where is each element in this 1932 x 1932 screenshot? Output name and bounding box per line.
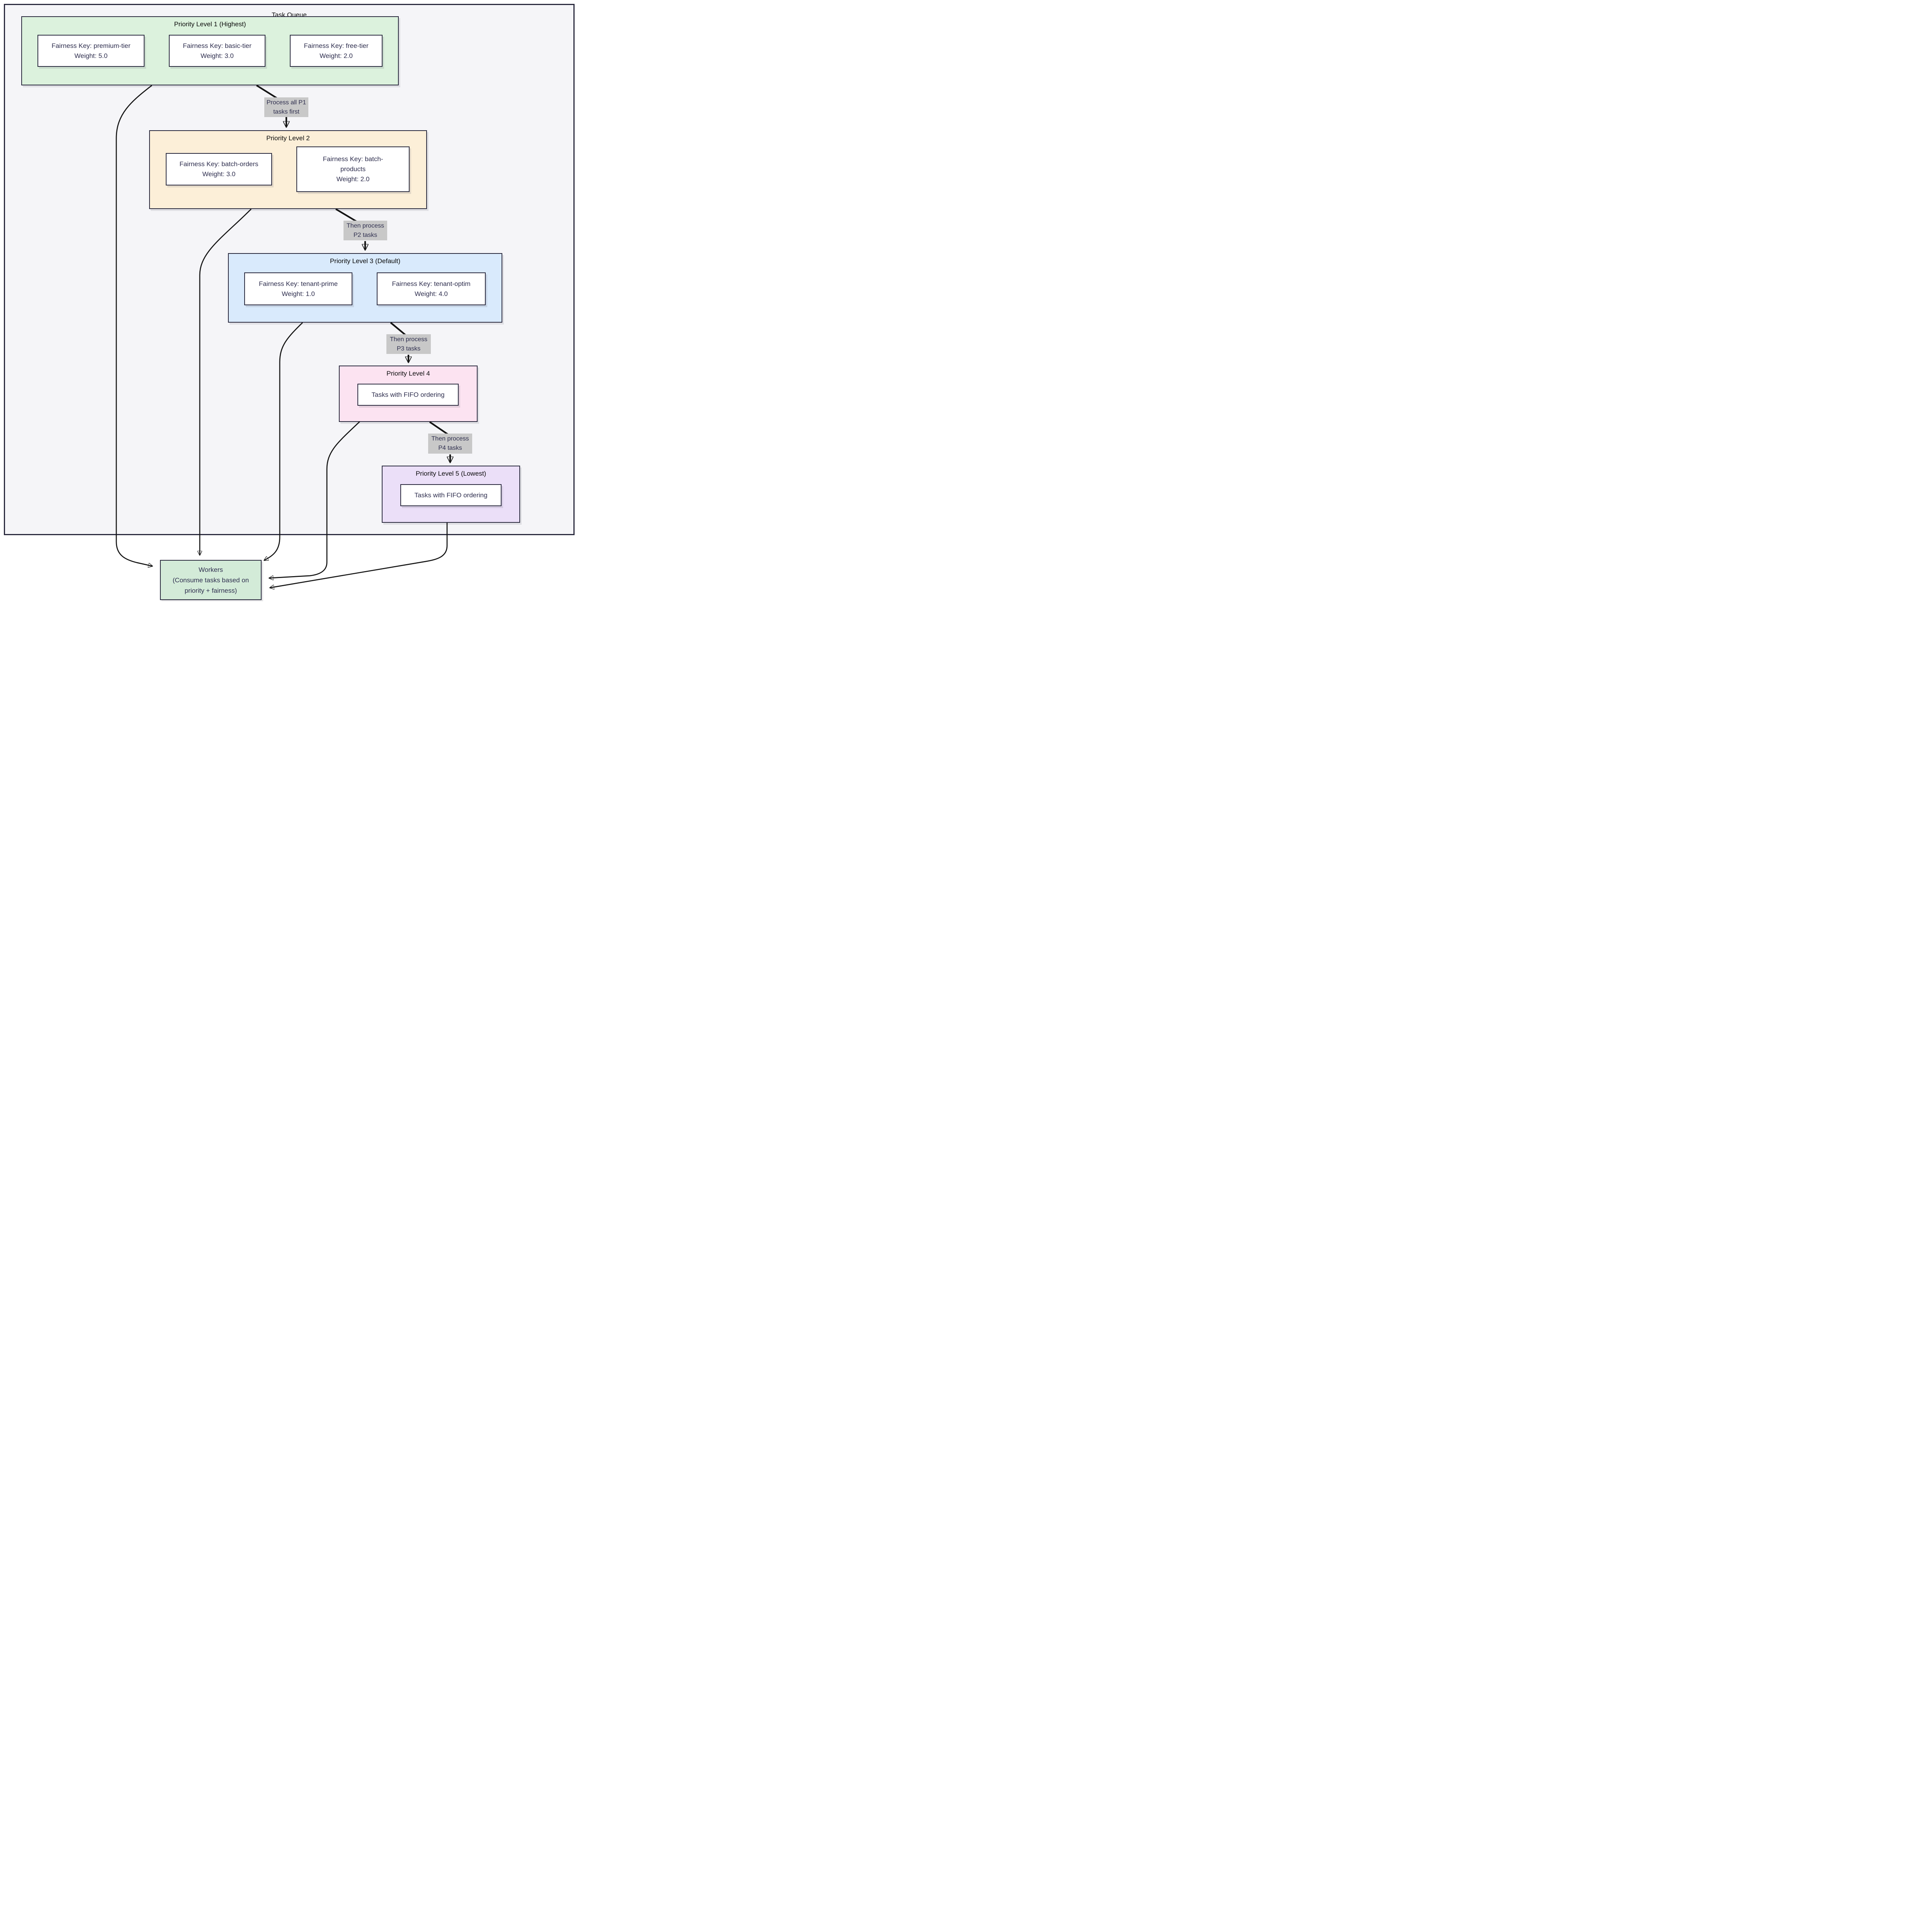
workers-line: Workers xyxy=(199,566,223,573)
node-p5-fifo: Tasks with FIFO ordering xyxy=(400,484,502,506)
edge-label-process-p4: Then process P4 tasks xyxy=(428,434,472,454)
node-line: Fairness Key: tenant-optim xyxy=(392,280,471,287)
edge-label-line: tasks first xyxy=(273,108,299,115)
edge-label-line: P2 tasks xyxy=(353,231,378,238)
priority-level-1-title: Priority Level 1 (Highest) xyxy=(174,20,246,28)
node-line: Weight: 2.0 xyxy=(336,175,370,183)
node-line: Fairness Key: premium-tier xyxy=(51,42,131,49)
node-line: Tasks with FIFO ordering xyxy=(371,391,445,398)
edge-label-line: Then process xyxy=(431,435,469,442)
node-line: Weight: 2.0 xyxy=(320,52,353,60)
node-batch-products: Fairness Key: batch- products Weight: 2.… xyxy=(296,146,410,192)
node-line: Weight: 1.0 xyxy=(282,290,315,298)
node-line: Fairness Key: batch- xyxy=(323,155,383,163)
edge-label-line: P3 tasks xyxy=(396,345,421,352)
priority-level-3-title: Priority Level 3 (Default) xyxy=(330,257,401,265)
workers-line: (Consume tasks based on xyxy=(172,576,249,584)
workers-line: priority + fairness) xyxy=(184,587,237,594)
priority-level-4-title: Priority Level 4 xyxy=(386,370,430,377)
workers-node: Workers (Consume tasks based on priority… xyxy=(160,560,262,600)
node-tenant-optim: Fairness Key: tenant-optim Weight: 4.0 xyxy=(377,272,486,305)
priority-level-5-title: Priority Level 5 (Lowest) xyxy=(415,470,486,477)
diagram-canvas: Task Queue Priority Level 1 (Highest) Fa… xyxy=(0,0,596,601)
node-line: Fairness Key: free-tier xyxy=(304,42,369,49)
edge-label-process-p1: Process all P1 tasks first xyxy=(264,97,308,117)
node-line: Fairness Key: basic-tier xyxy=(183,42,252,49)
node-premium-tier: Fairness Key: premium-tier Weight: 5.0 xyxy=(37,35,145,67)
edge-label-process-p3: Then process P3 tasks xyxy=(386,334,431,354)
node-line: Weight: 4.0 xyxy=(415,290,448,298)
node-batch-orders: Fairness Key: batch-orders Weight: 3.0 xyxy=(166,153,272,185)
edge-label-line: Then process xyxy=(390,336,427,343)
edge-label-line: Then process xyxy=(347,222,384,229)
node-line: Fairness Key: batch-orders xyxy=(179,160,259,168)
edge-label-line: P4 tasks xyxy=(438,445,462,451)
node-free-tier: Fairness Key: free-tier Weight: 2.0 xyxy=(290,35,383,67)
node-line: Fairness Key: tenant-prime xyxy=(259,280,338,287)
priority-level-2-title: Priority Level 2 xyxy=(266,134,310,142)
node-line: Weight: 5.0 xyxy=(74,52,108,60)
node-line: Weight: 3.0 xyxy=(201,52,234,60)
edge-label-process-p2: Then process P2 tasks xyxy=(344,221,387,240)
node-basic-tier: Fairness Key: basic-tier Weight: 3.0 xyxy=(169,35,265,67)
node-line: products xyxy=(340,165,366,173)
node-line: Weight: 3.0 xyxy=(202,170,236,178)
edge-label-line: Process all P1 xyxy=(266,99,306,106)
node-line: Tasks with FIFO ordering xyxy=(414,491,488,499)
node-tenant-prime: Fairness Key: tenant-prime Weight: 1.0 xyxy=(244,272,352,305)
node-p4-fifo: Tasks with FIFO ordering xyxy=(357,384,459,406)
